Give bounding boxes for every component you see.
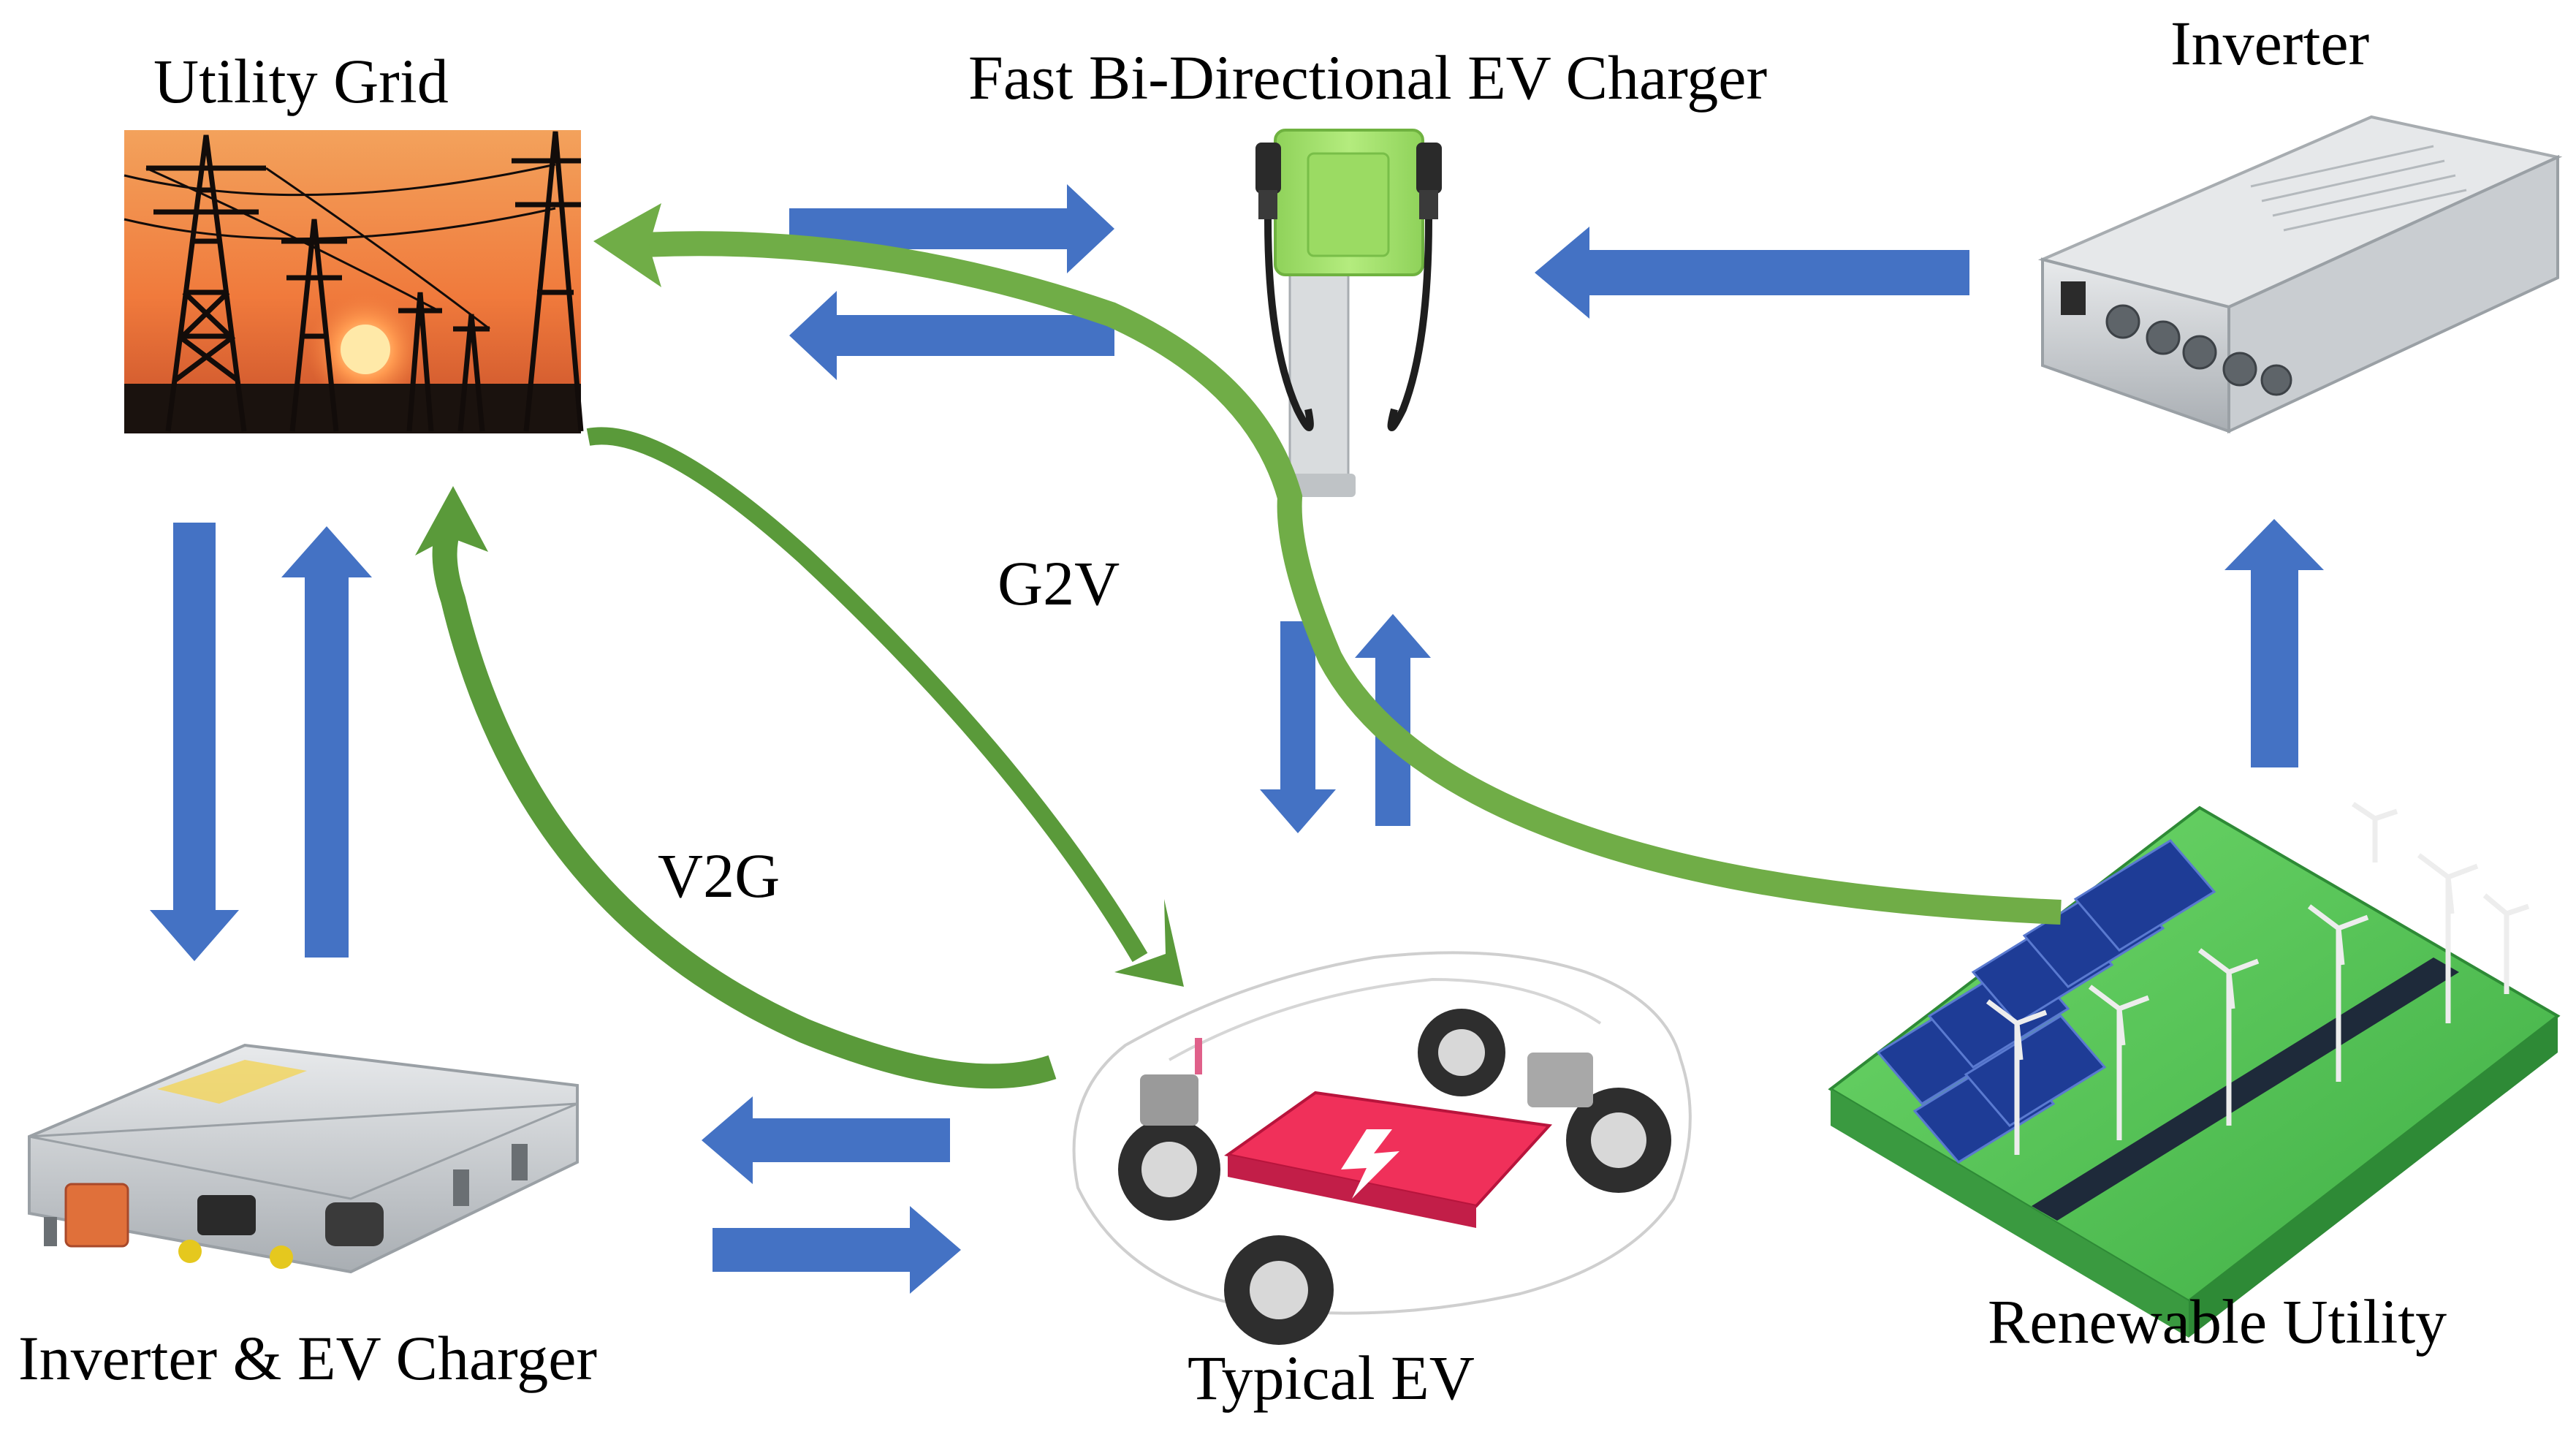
typical-ev-label: Typical EV <box>1188 1343 1475 1413</box>
renewable-utility-label: Renewable Utility <box>1988 1286 2447 1357</box>
utility-grid-label: Utility Grid <box>153 46 449 116</box>
up-arrow <box>281 526 372 958</box>
right-arrow <box>789 184 1114 273</box>
inverter-unit-icon <box>2037 115 2563 434</box>
renewable-to-grid-arrow <box>642 231 2062 925</box>
inverter-label: Inverter <box>2170 8 2370 78</box>
ev-wheel <box>1566 1088 1671 1193</box>
up-arrow <box>2224 519 2324 767</box>
right-arrow <box>713 1206 961 1294</box>
ev-wheel <box>1118 1118 1220 1221</box>
utility-grid-photo <box>124 130 584 433</box>
g2v-arrowhead <box>1114 899 1184 987</box>
left-arrow <box>702 1096 950 1184</box>
solar-wind-farm-icon <box>1828 802 2561 1338</box>
v2g-arrow <box>432 522 1057 1089</box>
inverter-charger-label: Inverter & EV Charger <box>18 1323 598 1393</box>
ev-charging-station-icon <box>1255 129 1442 497</box>
v2g-arrowhead <box>415 486 488 556</box>
v2g-label: V2G <box>658 841 780 911</box>
onboard-charger-unit-icon <box>28 1043 579 1274</box>
fast-charger-label: Fast Bi-Directional EV Charger <box>968 42 1768 113</box>
ev-wheel <box>1224 1235 1334 1345</box>
g2v-arrow <box>586 427 1148 963</box>
flow-arrows <box>150 184 2324 1294</box>
grid-flow-arrows <box>415 203 2062 1089</box>
renewable-to-grid-arrowhead <box>593 203 661 287</box>
left-arrow <box>789 291 1114 380</box>
left-arrow <box>1535 227 1969 319</box>
down-arrow <box>1260 621 1336 833</box>
ev-chassis-battery-icon <box>1072 951 1692 1345</box>
g2v-label: G2V <box>998 548 1120 618</box>
ev-wheel <box>1418 1009 1505 1096</box>
down-arrow <box>150 523 239 961</box>
